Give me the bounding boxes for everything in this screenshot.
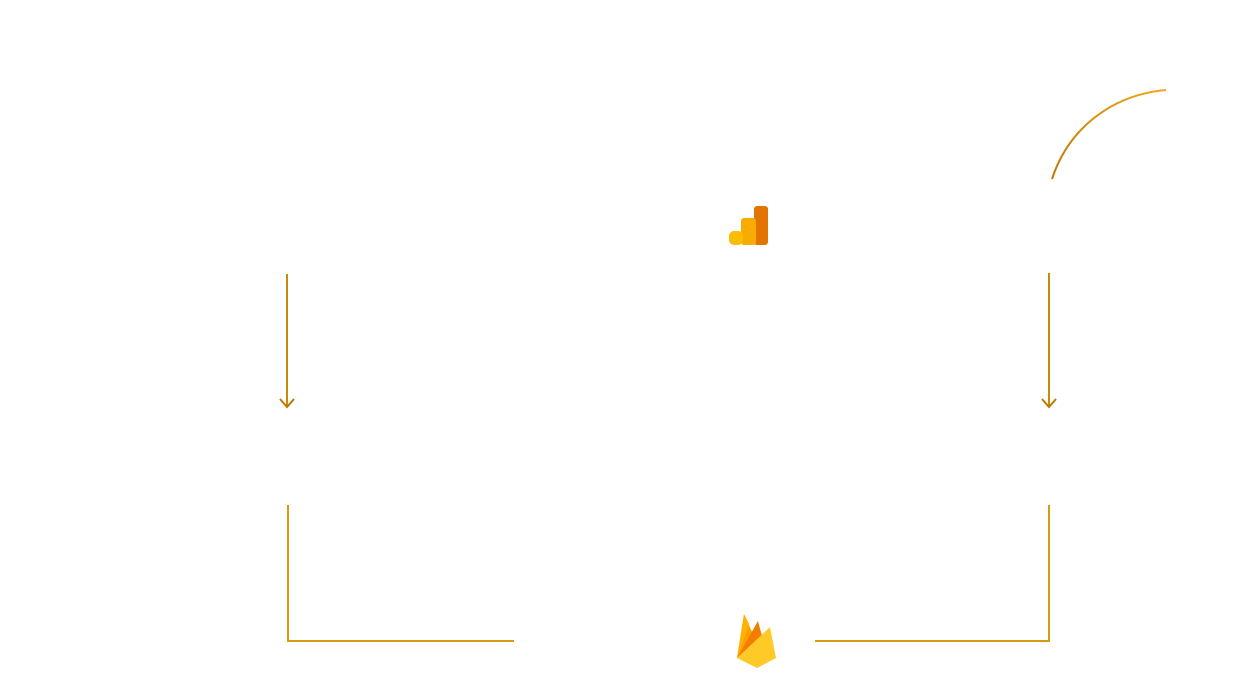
bottom-right-connector <box>815 505 1050 642</box>
right-down-arrow <box>1041 273 1057 409</box>
google-analytics-icon <box>729 206 768 245</box>
left-down-arrow <box>279 274 295 409</box>
curved-connector <box>1051 89 1167 180</box>
bottom-left-connector <box>287 505 514 642</box>
firebase-icon <box>737 614 776 668</box>
